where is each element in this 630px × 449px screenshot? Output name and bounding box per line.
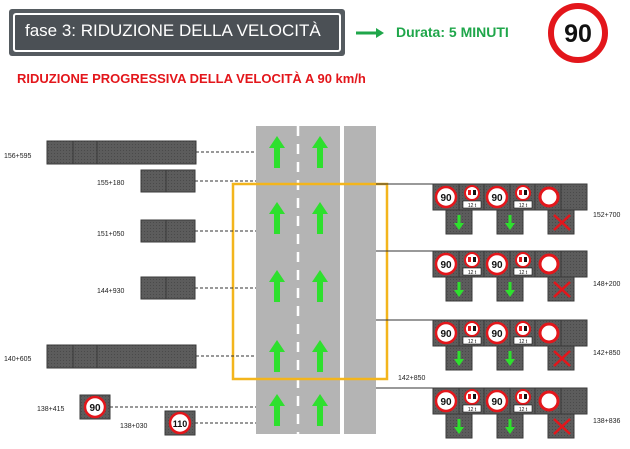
- road-sign-110: 110 138+030: [120, 410, 256, 436]
- lane-closed-cross-icon: [553, 214, 571, 231]
- left-panels: 156+595 155+180 151+050 144+930 140+605: [4, 140, 256, 436]
- speed-limit-sign-value: 90: [564, 20, 592, 48]
- gantry-speed-value: 90: [491, 397, 503, 408]
- speed-limit-icon: 90: [485, 185, 509, 209]
- gantry-truck-limit: 12 t: [519, 407, 528, 413]
- gantry-speed-value: 90: [491, 260, 503, 271]
- gantry-km-label: 148+200: [593, 281, 621, 288]
- gantry: 90 90 12 t 12 t 138+836: [376, 387, 621, 439]
- lane-arrow-up-icon: [312, 394, 328, 426]
- gantry-truck-limit: 12 t: [468, 270, 477, 276]
- gantry: 90 90 12 t 12 t 148+200: [376, 250, 621, 302]
- km-label-138415: 138+415: [37, 406, 65, 413]
- phase-title: fase 3: RIDUZIONE DELLA VELOCITÀ: [13, 13, 341, 52]
- lane-arrow-up-icon: [312, 270, 328, 302]
- highlight-zone: [231, 182, 389, 381]
- no-vehicles-icon: [538, 253, 560, 275]
- gantry-speed-value: 90: [491, 329, 503, 340]
- speed-limit-icon: 90: [434, 252, 458, 276]
- panel-144930: 144+930: [97, 276, 256, 300]
- panel-155180: 155+180: [97, 169, 256, 193]
- truck-overtaking-icon: 12 t: [462, 321, 482, 345]
- km-label-center: 142+850: [398, 375, 426, 382]
- gantry-km-label: 138+836: [593, 418, 621, 425]
- lane-open-arrow-icon: [454, 215, 464, 230]
- emergency-lane: [344, 126, 376, 434]
- km-label-156595: 156+595: [4, 153, 32, 160]
- truck-overtaking-icon: 12 t: [462, 185, 482, 209]
- speed-limit-sign-main: 90: [548, 3, 608, 63]
- km-label-140605: 140+605: [4, 356, 32, 363]
- lane-arrow-up-icon: [269, 202, 285, 234]
- speed-limit-icon: 90: [434, 185, 458, 209]
- gantry-truck-limit: 12 t: [468, 339, 477, 345]
- gantry-truck-limit: 12 t: [519, 270, 528, 276]
- speed-limit-icon: 90: [485, 321, 509, 345]
- gantry-km-label: 142+850: [593, 350, 621, 357]
- no-vehicles-icon: [538, 186, 560, 208]
- gantry-truck-limit: 12 t: [468, 407, 477, 413]
- phase-title-box: fase 3: RIDUZIONE DELLA VELOCITÀ: [9, 9, 345, 56]
- lane-arrow-up-icon: [269, 394, 285, 426]
- lane-open-arrow-icon: [454, 282, 464, 297]
- lane-open-arrow-icon: [454, 351, 464, 366]
- no-vehicles-icon: [538, 390, 560, 412]
- truck-overtaking-icon: 12 t: [513, 321, 533, 345]
- lane-open-arrow-icon: [454, 419, 464, 434]
- km-label-155180: 155+180: [97, 180, 125, 187]
- gantry-speed-value: 90: [440, 193, 452, 204]
- lane-open-arrow-icon: [505, 215, 515, 230]
- gantry-truck-limit: 12 t: [519, 203, 528, 209]
- subtitle: RIDUZIONE PROGRESSIVA DELLA VELOCITÀ A 9…: [17, 71, 366, 86]
- lane-open-arrow-icon: [505, 351, 515, 366]
- lane-arrow-up-icon: [312, 340, 328, 372]
- lane-closed-cross-icon: [553, 418, 571, 435]
- lane-arrow-up-icon: [312, 136, 328, 168]
- lane-arrow-up-icon: [269, 270, 285, 302]
- no-vehicles-icon: [538, 322, 560, 344]
- truck-overtaking-icon: 12 t: [513, 252, 533, 276]
- speed-limit-icon: 90: [485, 389, 509, 413]
- km-label-138030: 138+030: [120, 423, 148, 430]
- panel-151050: 151+050: [97, 219, 256, 243]
- gantry-speed-value: 90: [440, 329, 452, 340]
- lane-closed-cross-icon: [553, 281, 571, 298]
- km-label-151050: 151+050: [97, 231, 125, 238]
- gantry-speed-value: 90: [440, 397, 452, 408]
- lane-open-arrow-icon: [505, 419, 515, 434]
- truck-overtaking-icon: 12 t: [462, 389, 482, 413]
- duration-label: Durata: 5 MINUTI: [396, 24, 509, 40]
- speed-limit-icon: 90: [434, 321, 458, 345]
- truck-overtaking-icon: 12 t: [513, 185, 533, 209]
- truck-overtaking-icon: 12 t: [462, 252, 482, 276]
- km-label-144930: 144+930: [97, 288, 125, 295]
- truck-overtaking-icon: 12 t: [513, 389, 533, 413]
- road-sign-90-value: 90: [89, 403, 101, 414]
- road-sign-90: 90 138+415: [37, 394, 256, 420]
- gantry: 90 90 12 t 12 t 142+850: [376, 319, 621, 371]
- speed-limit-icon: 90: [485, 252, 509, 276]
- road-sign-110-value: 110: [173, 419, 188, 429]
- speed-limit-icon: 90: [434, 389, 458, 413]
- lane-arrow-up-icon: [269, 136, 285, 168]
- gantry-truck-limit: 12 t: [468, 203, 477, 209]
- lane-arrow-up-icon: [312, 202, 328, 234]
- panel-140605: 140+605: [4, 344, 256, 369]
- panel-156595: 156+595: [4, 140, 256, 165]
- gantry: 90 90 12 t 12 t 152+700: [376, 183, 621, 235]
- gantry-truck-limit: 12 t: [519, 339, 528, 345]
- lane-arrow-up-icon: [269, 340, 285, 372]
- gantry-speed-value: 90: [491, 193, 503, 204]
- lane-arrows: [269, 136, 328, 426]
- gantry-speed-value: 90: [440, 260, 452, 271]
- gantry-km-label: 152+700: [593, 212, 621, 219]
- lane-open-arrow-icon: [505, 282, 515, 297]
- lane-closed-cross-icon: [553, 350, 571, 367]
- arrow-right-icon: [356, 28, 384, 38]
